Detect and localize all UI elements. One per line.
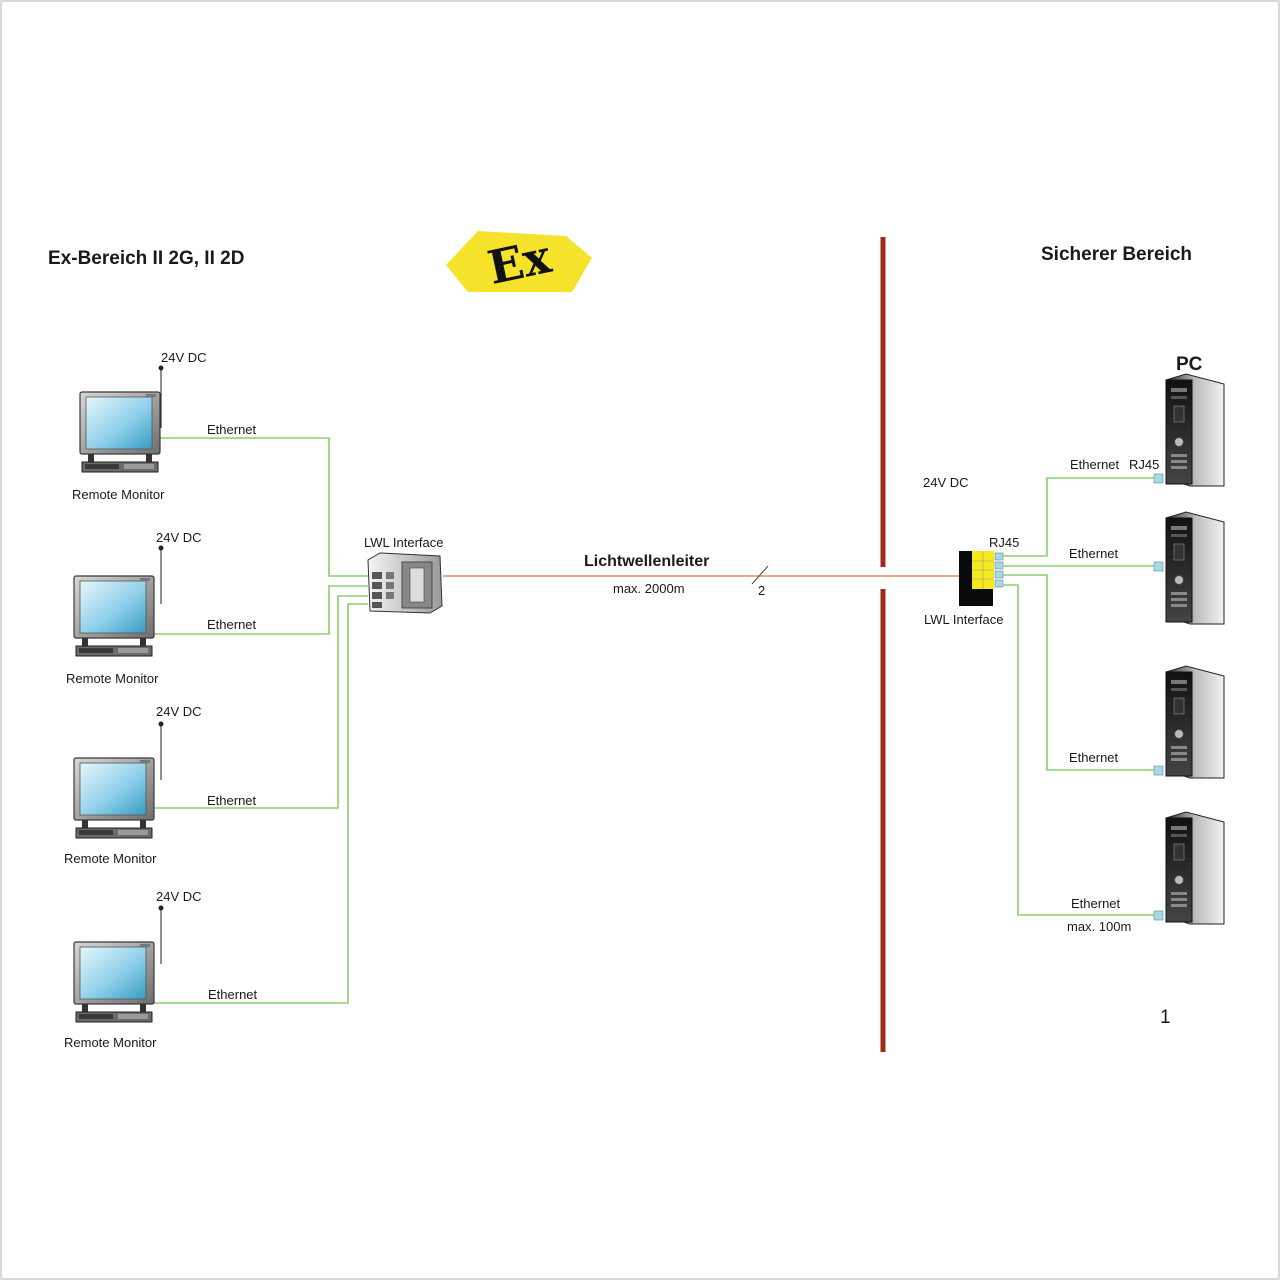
ex-logo-hexagon [446, 231, 592, 292]
monitor-4-link-label: Ethernet [208, 987, 258, 1002]
monitor-2-link-label: Ethernet [207, 617, 257, 632]
lwl-interface-right-power: 24V DC [923, 475, 969, 490]
monitor-2-power: 24V DC [156, 530, 202, 545]
pc-4-distance: max. 100m [1067, 919, 1132, 934]
lwl-interface-right-port: RJ45 [989, 535, 1020, 550]
ethernet-link-2 [153, 585, 368, 635]
safe-zone-title: Sicherer Bereich [1041, 244, 1193, 265]
pc-tower-3 [1165, 665, 1225, 779]
pc-3-link-label: Ethernet [1069, 750, 1119, 765]
monitor-3-link-label: Ethernet [207, 793, 257, 808]
monitor-1-power: 24V DC [161, 350, 207, 365]
monitor-3-label: Remote Monitor [64, 851, 157, 866]
pc-2-link-label: Ethernet [1069, 546, 1119, 561]
remote-monitor-2 [73, 575, 155, 657]
monitor-3-power: 24V DC [156, 704, 202, 719]
pc-connectors [1153, 473, 1164, 921]
ethernet-link-1 [160, 437, 368, 577]
ex-logo-glyph: Ex [483, 229, 556, 295]
pc-link-3 [1003, 574, 1155, 771]
ethernet-link-4 [153, 603, 368, 1004]
pc-link-1 [1003, 477, 1155, 557]
monitor-1-link-label: Ethernet [207, 422, 257, 437]
pc-tower-2 [1165, 511, 1225, 625]
ex-logo: Ex [446, 229, 592, 295]
hazardous-zone-title: Ex-Bereich II 2G, II 2D [48, 248, 245, 269]
power-leads [158, 365, 164, 964]
monitor-4-power: 24V DC [156, 889, 202, 904]
pc-1-link-label: Ethernet [1070, 457, 1120, 472]
ethernet-link-3 [153, 595, 368, 809]
monitor-1-label: Remote Monitor [72, 487, 165, 502]
lwl-interface-left [367, 552, 443, 614]
remote-monitor-3 [73, 757, 155, 839]
monitor-2-label: Remote Monitor [66, 671, 159, 686]
pc-link-4 [1003, 584, 1155, 916]
lwl-interface-right [959, 551, 1004, 606]
lwl-interface-left-label: LWL Interface [364, 535, 444, 550]
fiber-count-tick [751, 565, 769, 585]
monitor-4-label: Remote Monitor [64, 1035, 157, 1050]
ethernet-links-left [153, 437, 368, 1004]
ethernet-links-right [1003, 477, 1155, 916]
remote-monitor-4 [73, 941, 155, 1023]
pc-1-port: RJ45 [1129, 457, 1160, 472]
pc-tower-1 [1165, 373, 1225, 487]
pc-tower-4 [1165, 811, 1225, 925]
fiber-count: 2 [758, 583, 766, 598]
page-number: 1 [1160, 1007, 1171, 1028]
pc-4-link-label: Ethernet [1071, 896, 1121, 911]
pc-title: PC [1176, 354, 1203, 375]
lwl-interface-right-label: LWL Interface [924, 612, 1004, 627]
fiber-title: Lichtwellenleiter [584, 553, 710, 570]
remote-monitor-1 [79, 391, 161, 473]
fiber-distance: max. 2000m [613, 581, 685, 596]
